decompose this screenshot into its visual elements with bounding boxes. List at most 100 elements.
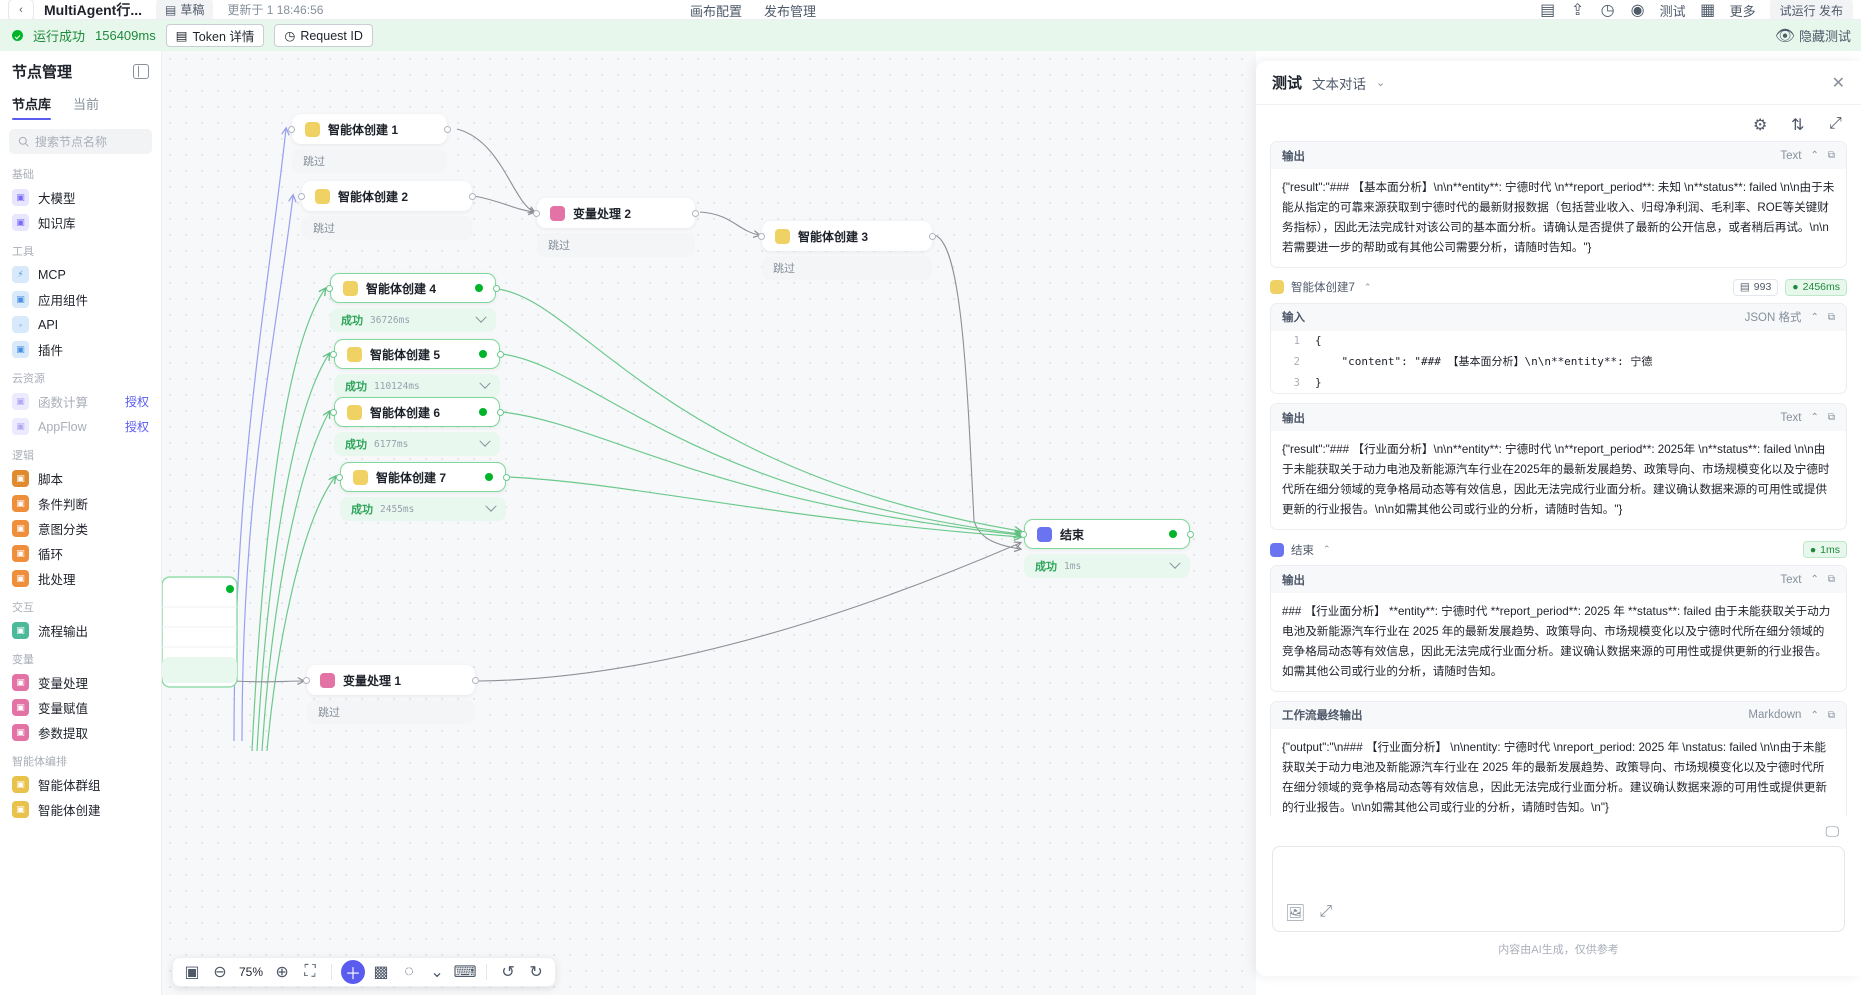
format-selector[interactable]: Text xyxy=(1780,573,1802,586)
copy-icon[interactable]: ⧉ xyxy=(1827,412,1835,424)
sidebar-item-branch[interactable]: ▣条件判断 xyxy=(0,491,161,516)
test-label[interactable]: 测试 xyxy=(1659,3,1686,19)
node-output-port[interactable] xyxy=(503,474,510,481)
sidebar-item-fx[interactable]: ▣函数计算授权 xyxy=(0,389,161,414)
sidebar-item-agent-create[interactable]: ▣智能体创建 xyxy=(0,797,161,822)
hide-test-action[interactable]: 👁 隐藏测试 xyxy=(1775,26,1851,45)
node-input-port[interactable] xyxy=(336,474,343,481)
zoom-level[interactable]: 75% xyxy=(239,965,264,979)
back-button[interactable]: ‹ xyxy=(8,0,34,19)
node-output-port[interactable] xyxy=(444,126,451,133)
copy-icon[interactable]: ⧉ xyxy=(1827,574,1835,586)
keyboard-icon[interactable]: ⌨ xyxy=(453,964,477,981)
node-input-port[interactable] xyxy=(298,193,305,200)
comment-icon[interactable]: ◌ xyxy=(404,963,414,980)
chevron-up-icon[interactable]: ⌃ xyxy=(1810,150,1819,161)
chevron-up-icon[interactable]: ⌃ xyxy=(1810,709,1819,721)
chevron-down-icon[interactable]: ⌄ xyxy=(430,964,444,981)
question-icon[interactable]: ◉ xyxy=(1630,2,1645,19)
node-input-port[interactable] xyxy=(758,233,765,240)
code-block[interactable]: 1{2 "content": "### 【基本面分析】\n\n**entity*… xyxy=(1271,330,1846,394)
upload-icon[interactable]: ⇪ xyxy=(1570,2,1585,19)
image-upload-icon[interactable]: 🖼 xyxy=(1285,905,1306,922)
node-output-port[interactable] xyxy=(692,210,699,217)
tab-node-library[interactable]: 节点库 xyxy=(12,94,52,120)
add-node-icon[interactable]: ＋ xyxy=(341,960,366,984)
chevron-up-icon[interactable]: ⌃ xyxy=(1810,574,1819,586)
chevron-up-icon[interactable]: ⌃ xyxy=(1363,281,1372,292)
tab-publish-manage[interactable]: 发布管理 xyxy=(764,3,817,19)
node-input-port[interactable] xyxy=(288,126,295,133)
chevron-up-icon[interactable]: ⌃ xyxy=(1810,412,1819,424)
chevron-down-icon[interactable] xyxy=(485,500,497,512)
test-mode-selector[interactable]: 文本对话 xyxy=(1312,76,1367,92)
chevron-down-icon[interactable] xyxy=(479,377,491,389)
chevron-down-icon[interactable] xyxy=(479,435,491,447)
copy-icon[interactable]: ⧉ xyxy=(1827,311,1835,323)
copy-icon[interactable]: ⧉ xyxy=(1827,150,1835,161)
chevron-down-icon[interactable] xyxy=(475,311,487,323)
sidebar-item-batch[interactable]: ▣批处理 xyxy=(0,566,161,591)
chevron-down-icon[interactable] xyxy=(1169,557,1181,569)
screenshot-icon[interactable]: ▣ xyxy=(184,964,200,981)
redo-icon[interactable]: ↻ xyxy=(529,964,543,981)
node-input-port[interactable] xyxy=(326,285,333,292)
close-icon[interactable]: ✕ xyxy=(1831,74,1845,92)
node-header[interactable]: 智能体创建 3 xyxy=(758,221,936,251)
search-input[interactable]: 搜索节点名称 xyxy=(9,129,152,154)
chevron-up-icon[interactable]: ⌃ xyxy=(1323,544,1331,555)
request-id-button[interactable]: ◷ Request ID xyxy=(274,24,373,47)
chevron-up-icon[interactable]: ⌃ xyxy=(1810,311,1819,323)
node-input-port[interactable] xyxy=(533,210,540,217)
sidebar-item-output[interactable]: ▣流程输出 xyxy=(0,618,161,643)
node-output-port[interactable] xyxy=(472,677,479,684)
settings-icon[interactable]: ⚙ xyxy=(1753,117,1768,134)
sliders-icon[interactable]: ⇅ xyxy=(1791,117,1805,134)
result-node-row[interactable]: 结束⌃●1ms xyxy=(1270,541,1847,559)
sidebar-item-bulb[interactable]: ▣意图分类 xyxy=(0,516,161,541)
zoom-in-icon[interactable]: ⊕ xyxy=(275,964,289,981)
sidebar-item-model[interactable]: ▣大模型 xyxy=(0,185,161,210)
node-header[interactable]: 智能体创建 4 xyxy=(326,273,500,303)
more-label[interactable]: 更多 xyxy=(1729,3,1756,19)
node-output-port[interactable] xyxy=(1187,531,1194,538)
node-output-port[interactable] xyxy=(493,285,500,292)
format-selector[interactable]: JSON 格式 xyxy=(1744,312,1802,325)
authorize-link[interactable]: 授权 xyxy=(124,395,149,409)
fit-view-icon[interactable]: ⛶ xyxy=(304,963,316,980)
draft-badge[interactable]: ▤ 草稿 xyxy=(156,0,214,19)
note-icon[interactable]: ▤ xyxy=(1540,2,1556,19)
sidebar-item-grid[interactable]: ▣应用组件 xyxy=(0,287,161,312)
expand-icon[interactable]: ⤢ xyxy=(1319,903,1333,920)
tab-current[interactable]: 当前 xyxy=(73,97,100,112)
publish-button[interactable]: 试运行 发布 xyxy=(1769,0,1853,19)
format-selector[interactable]: Text xyxy=(1780,411,1802,424)
node-output-port[interactable] xyxy=(497,409,504,416)
node-input-port[interactable] xyxy=(303,677,310,684)
message-input[interactable]: 🖼 ⤢ xyxy=(1272,846,1845,932)
sidebar-item-plugin[interactable]: ▣插件 xyxy=(0,337,161,362)
format-selector[interactable]: Text xyxy=(1780,149,1802,162)
sidebar-item-assign[interactable]: ▣变量赋值 xyxy=(0,695,161,720)
node-header[interactable]: 变量处理 1 xyxy=(303,665,479,695)
zoom-out-icon[interactable]: ⊖ xyxy=(213,964,227,981)
sidebar-item-api[interactable]: ◦API xyxy=(0,312,161,337)
token-detail-button[interactable]: ▤ Token 详情 xyxy=(165,24,265,47)
node-header[interactable]: 智能体创建 2 xyxy=(298,181,476,211)
node-header[interactable]: 变量处理 2 xyxy=(533,198,699,228)
node-input-port[interactable] xyxy=(1020,531,1027,538)
node-header[interactable]: 智能体创建 7 xyxy=(336,462,510,492)
node-header[interactable]: 智能体创建 6 xyxy=(330,397,504,427)
